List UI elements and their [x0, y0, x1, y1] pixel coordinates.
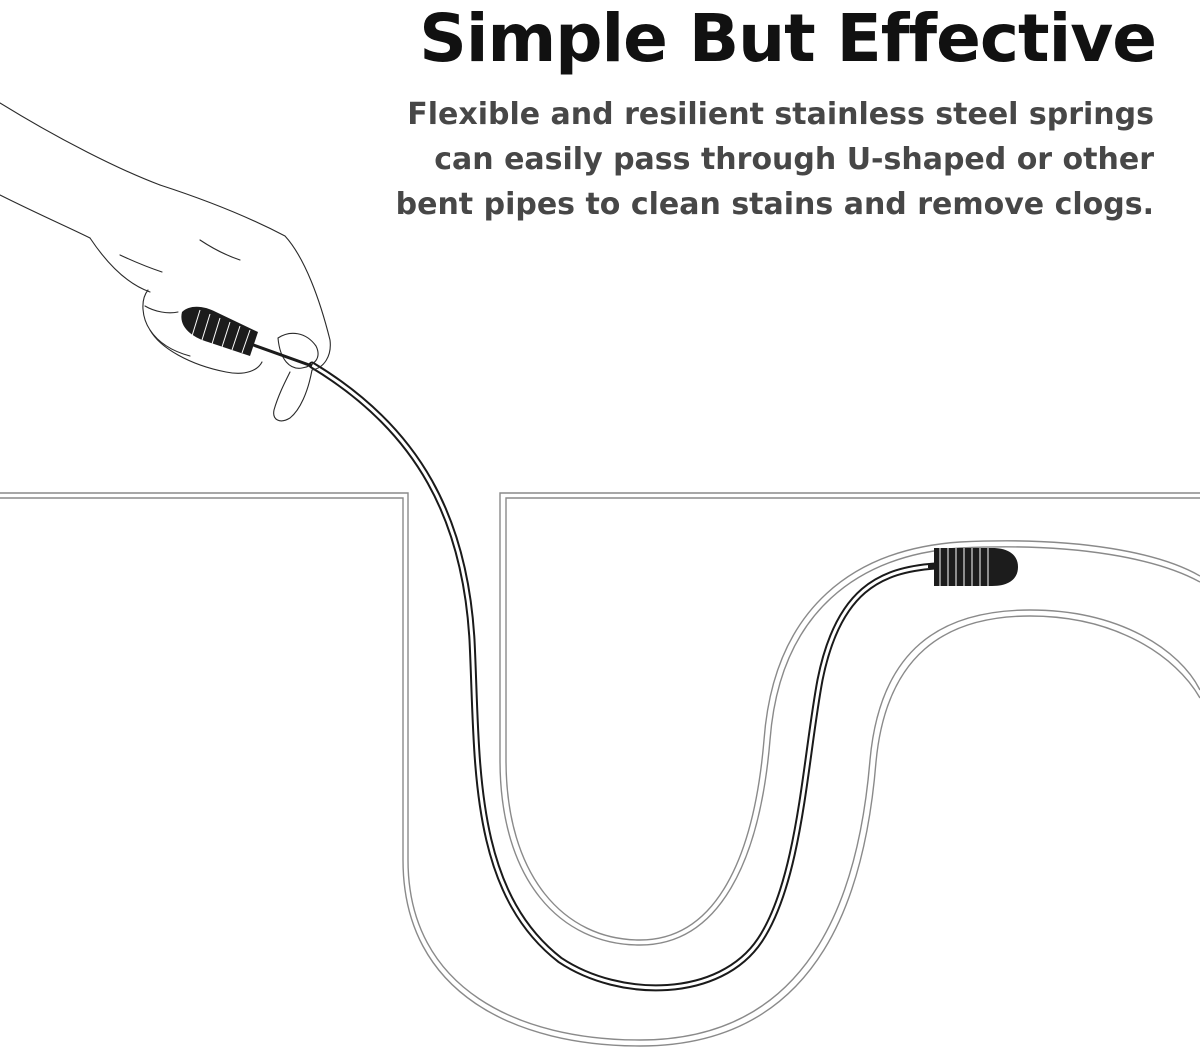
headline: Simple But Effective [419, 0, 1157, 77]
hand-holding-brush [0, 102, 331, 422]
brush-head-in-pipe [928, 548, 1018, 586]
description-line: Flexible and resilient stainless steel s… [407, 97, 1154, 132]
description-line: bent pipes to clean stains and remove cl… [395, 187, 1154, 222]
description-line: can easily pass through U-shaped or othe… [434, 142, 1154, 177]
description: Flexible and resilient stainless steel s… [394, 92, 1154, 227]
pipe-outline [0, 492, 1200, 1047]
drain-cable [308, 361, 939, 992]
brush-in-hand [181, 306, 313, 368]
